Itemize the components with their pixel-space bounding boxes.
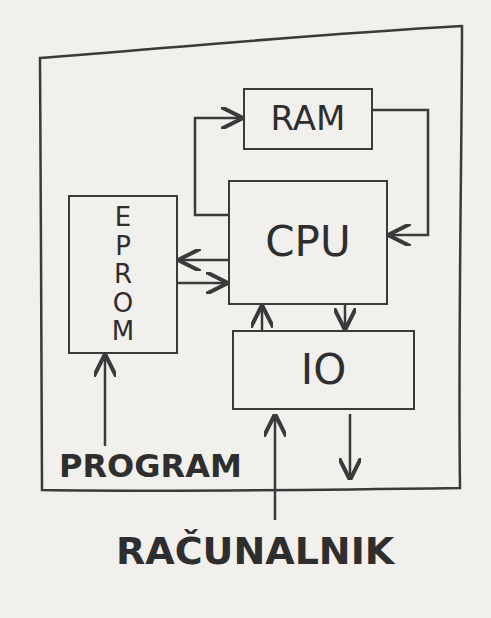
component-name: IO (301, 347, 346, 393)
caption-label: RAČUNALNIK (112, 532, 398, 572)
bus-arrow (344, 305, 347, 330)
component-box: IO (232, 330, 415, 410)
component-name: EPROM (110, 203, 136, 346)
housing-outline (40, 26, 462, 491)
component-box: RAM (243, 88, 373, 150)
component-name: CPU (265, 219, 350, 265)
input-arrow (274, 414, 277, 520)
bus-arrow (261, 305, 264, 330)
bus-arrow (373, 110, 428, 235)
component-name: RAM (271, 100, 346, 137)
bus-arrow (178, 282, 228, 285)
bus-arrow (178, 259, 228, 262)
output-arrow (349, 414, 352, 480)
program-arrow (104, 354, 107, 446)
component-box: EPROM (68, 195, 178, 354)
component-box: CPU (228, 180, 388, 305)
bus-arrow (195, 118, 243, 215)
caption-label: PROGRAM (55, 450, 246, 484)
